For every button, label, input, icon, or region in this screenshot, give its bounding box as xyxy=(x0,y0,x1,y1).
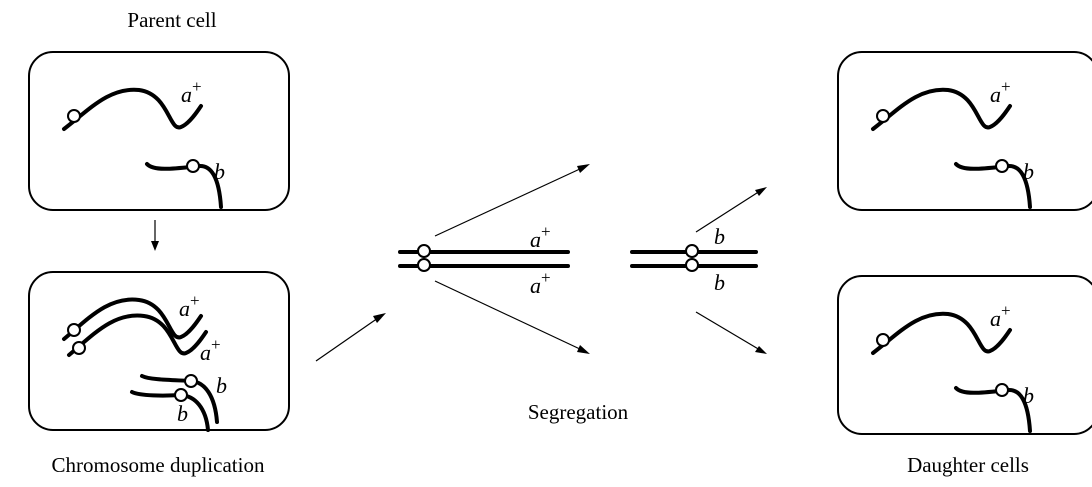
to-segregation-arrow xyxy=(315,313,386,362)
daughter-cell-top: a+ b xyxy=(836,50,1092,212)
sister-chromatids-a: a+ a+ xyxy=(398,222,570,298)
segregation-arrow-down-b xyxy=(695,311,767,354)
parent-cell-label: Parent cell xyxy=(127,8,216,32)
allele-b-label: b xyxy=(1023,159,1034,184)
allele-b-label: b xyxy=(714,224,725,249)
allele-a-plus-label: a+ xyxy=(530,222,551,252)
allele-a-plus-label: a+ xyxy=(200,335,221,365)
sister-chromatids-b: b b xyxy=(630,224,758,295)
segregation-arrow-down-a xyxy=(434,280,590,354)
allele-b-label: b xyxy=(714,270,725,295)
daughter-cell-bottom: a+ b xyxy=(836,274,1092,436)
allele-b-label: b xyxy=(216,373,227,398)
chromosome-duplication-label: Chromosome duplication xyxy=(52,453,265,477)
allele-b-label: b xyxy=(214,159,225,184)
duplicated-cell: a+ a+ b b xyxy=(28,271,290,432)
segregation-arrow-up-b xyxy=(695,187,767,233)
allele-a-plus-label: a+ xyxy=(990,301,1011,331)
allele-b-label: b xyxy=(1023,383,1034,408)
parent-cell: a+ b xyxy=(27,50,291,212)
segregation-arrow-up-a xyxy=(434,164,590,237)
allele-b-label: b xyxy=(177,401,188,426)
duplication-arrow xyxy=(151,220,159,251)
daughter-cells-label: Daughter cells xyxy=(907,453,1029,477)
allele-a-plus-label: a+ xyxy=(990,77,1011,107)
segregation-label: Segregation xyxy=(528,400,629,424)
allele-a-plus-label: a+ xyxy=(179,291,200,321)
allele-a-plus-label: a+ xyxy=(181,77,202,107)
allele-a-plus-label: a+ xyxy=(530,268,551,298)
